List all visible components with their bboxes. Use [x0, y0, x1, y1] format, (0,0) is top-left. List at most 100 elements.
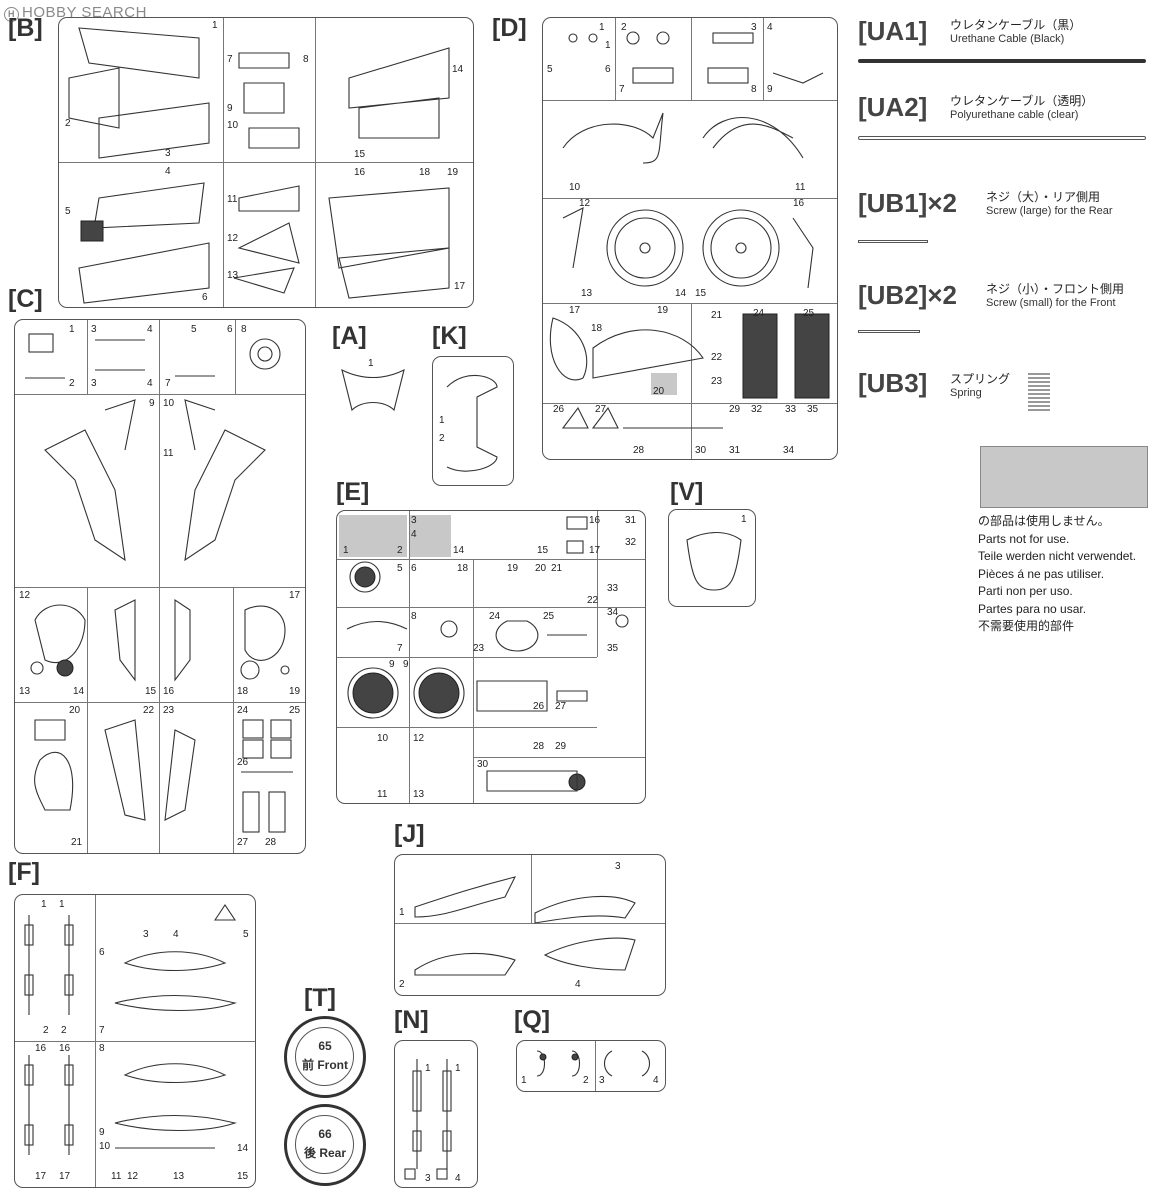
section-label-n: [N]	[394, 1006, 429, 1034]
part-number: 23	[711, 376, 723, 387]
tire-label: 後 Rear	[303, 1146, 347, 1160]
part-number: 8	[751, 84, 757, 95]
sprue-j-drawing	[414, 876, 636, 976]
part-number: 18	[591, 323, 603, 334]
part-number: 2	[43, 1025, 49, 1036]
part-number: 2	[65, 118, 71, 129]
part-number: 18	[419, 167, 431, 178]
sprue-k-drawing	[446, 374, 498, 472]
part-number: 4	[147, 324, 153, 335]
part-number: 20	[653, 386, 665, 397]
accessory-en: Screw (small) for the Front	[986, 297, 1116, 309]
part-number: 2	[69, 378, 75, 389]
part-number: 1	[439, 415, 445, 426]
accessory-code: [UB3]	[858, 368, 928, 398]
part-number: 1	[343, 545, 349, 556]
part-number: 5	[243, 929, 249, 940]
part-number: 6	[99, 947, 105, 958]
part-number: 24	[753, 308, 765, 319]
part-number: 3	[751, 22, 757, 33]
runner-q: 1 2 3 4	[516, 1040, 666, 1092]
small-screw	[858, 330, 920, 333]
section-label-j: [J]	[394, 820, 425, 848]
part-number: 1	[212, 20, 218, 31]
part-number: 6	[411, 563, 417, 574]
part-number: 4	[767, 22, 773, 33]
part-number: 32	[751, 404, 763, 415]
part-number: 8	[99, 1043, 105, 1054]
part-number: 21	[551, 563, 563, 574]
part-number: 33	[785, 404, 797, 415]
part-number: 14	[237, 1143, 249, 1154]
accessory-en: Polyurethane cable (clear)	[950, 109, 1079, 121]
part-number: 25	[289, 705, 301, 716]
part-number: 16	[163, 686, 175, 697]
tire-label: 前 Front	[302, 1058, 348, 1072]
part-number: 22	[587, 595, 599, 606]
part-number: 31	[625, 515, 637, 526]
accessory-en: Urethane Cable (Black)	[950, 33, 1065, 45]
legend: の部品は使用しません。 Parts not for use. Teile wer…	[978, 513, 1136, 636]
part-number: 27	[595, 404, 607, 415]
part-number: 29	[729, 404, 741, 415]
part-number: 29	[555, 741, 567, 752]
part-number: 31	[729, 445, 741, 456]
accessory-jp: ウレタンケーブル（黒）	[950, 18, 1082, 32]
part-number: 3	[411, 515, 417, 526]
part-number: 32	[625, 537, 637, 548]
part-number: 34	[607, 607, 619, 618]
part-number: 3	[615, 861, 621, 872]
section-label-v: [V]	[670, 478, 704, 506]
part-number: 7	[397, 643, 403, 654]
part-number: 17	[569, 305, 581, 316]
part-number: 15	[537, 545, 549, 556]
part-number: 9	[227, 103, 233, 114]
part-number: 9	[767, 84, 773, 95]
section-label-f: [F]	[8, 858, 40, 886]
tire-rim	[295, 1027, 354, 1086]
part-number: 4	[173, 929, 179, 940]
legend-line: Pièces á ne pas utiliser.	[978, 566, 1105, 581]
black-cable	[858, 59, 1146, 63]
runner-b: 1 2 3 4 5 6 7 8 9 10 11 12 13 14 15 16 1…	[58, 17, 474, 308]
part-number: 21	[71, 837, 83, 848]
large-screw	[858, 240, 928, 243]
part-number: 2	[399, 979, 405, 990]
legend-line: Parti non per uso.	[978, 584, 1073, 598]
part-number: 1	[605, 40, 611, 51]
part-number: 4	[165, 166, 171, 177]
part-number: 19	[289, 686, 301, 697]
part-number: 11	[163, 448, 174, 459]
part-number: 6	[605, 64, 611, 75]
part-number: 4	[653, 1075, 659, 1086]
part-number: 23	[473, 643, 485, 654]
clear-cable	[858, 136, 1146, 140]
legend-jp: の部品は使用しません。	[978, 514, 1110, 528]
part-number: 12	[579, 198, 591, 209]
part-number: 35	[607, 643, 619, 654]
accessory-code: [UA1]	[858, 16, 928, 46]
section-label-k: [K]	[432, 322, 467, 350]
part-number: 8	[411, 611, 417, 622]
runner-d: 1 1 2 3 4 5 6 7 8 9 10 11 12 13 14 15 16…	[542, 17, 838, 460]
accessory-en: Spring	[950, 387, 982, 399]
part-number: 28	[533, 741, 545, 752]
accessory-code: [UB2]×2	[858, 280, 957, 310]
spring-icon	[1028, 373, 1050, 411]
part-number: 15	[145, 686, 157, 697]
sprue-n-drawing	[404, 1059, 452, 1180]
part-number: 14	[73, 686, 85, 697]
part-number: 13	[413, 789, 425, 800]
part-number: 16	[354, 167, 366, 178]
part-number: 1	[69, 324, 75, 335]
part-number: 7	[165, 378, 171, 389]
part-number: 14	[453, 545, 465, 556]
runner-f: 1 1 2 2 3 4 5 6 7 16 16 17 17 8 9 10 11 …	[14, 894, 256, 1188]
sprue-v-drawing	[686, 531, 742, 591]
part-number: 17	[454, 281, 466, 292]
part-number: 22	[143, 705, 155, 716]
part-number: 5	[65, 206, 71, 217]
part-number: 30	[477, 759, 489, 770]
accessory-en: Screw (large) for the Rear	[986, 205, 1113, 217]
part-number: 11	[111, 1171, 122, 1182]
